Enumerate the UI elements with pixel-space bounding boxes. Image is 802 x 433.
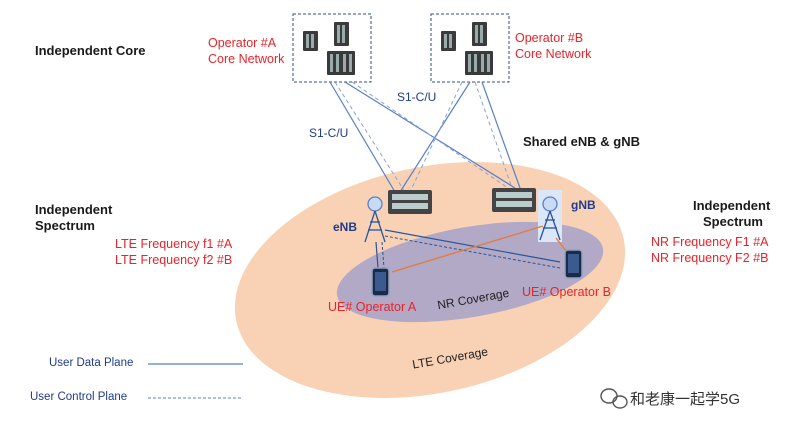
shared-enb-gnb-label: Shared eNB & gNB bbox=[523, 134, 641, 149]
enb-baseband-unit bbox=[388, 190, 432, 214]
enb-label: eNB bbox=[333, 220, 358, 234]
legend-data-plane-label: User Data Plane bbox=[49, 357, 134, 369]
s1-left-label: S1-C/U bbox=[309, 126, 349, 140]
operator-a-core-label-line1: Operator #A bbox=[208, 36, 277, 50]
nr-frequency-f2-label: NR Frequency F2 #B bbox=[651, 251, 769, 265]
operator-b-core-label-line2: Core Network bbox=[515, 47, 592, 61]
independent-spectrum-right-line2: Spectrum bbox=[703, 214, 763, 229]
gnb-label: gNB bbox=[571, 198, 596, 212]
core-box-a bbox=[292, 13, 372, 83]
wechat-logo-icon bbox=[600, 388, 628, 409]
nr-frequency-f1-label: NR Frequency F1 #A bbox=[651, 235, 769, 249]
enb-tower-icon bbox=[364, 196, 386, 243]
s1-control-links bbox=[334, 81, 513, 193]
operator-b-core-label-line1: Operator #B bbox=[515, 31, 584, 45]
independent-spectrum-right-line1: Independent bbox=[693, 198, 771, 213]
ue-operator-a-label: UE# Operator A bbox=[328, 300, 417, 314]
lte-frequency-f2-label: LTE Frequency f2 #B bbox=[115, 253, 233, 267]
watermark: 和老康一起学5G bbox=[600, 388, 740, 409]
ue-b-phone-icon bbox=[564, 249, 583, 279]
nr-coverage-ellipse bbox=[336, 221, 604, 323]
gnb-tower-icon bbox=[538, 190, 562, 242]
server-icon bbox=[303, 22, 355, 75]
server-icon bbox=[441, 22, 493, 75]
operator-a-core-label-line2: Core Network bbox=[208, 52, 285, 66]
s1-center-label: S1-C/U bbox=[397, 90, 437, 104]
gnb-baseband-unit bbox=[492, 188, 536, 212]
independent-spectrum-left-line2: Spectrum bbox=[35, 218, 95, 233]
s1-data-links bbox=[329, 81, 521, 193]
watermark-text: 和老康一起学5G bbox=[630, 391, 741, 408]
independent-spectrum-left-line1: Independent bbox=[35, 202, 113, 217]
independent-core-label: Independent Core bbox=[35, 43, 146, 58]
lte-frequency-f1-label: LTE Frequency f1 #A bbox=[115, 237, 233, 251]
legend-control-plane-label: User Control Plane bbox=[30, 391, 128, 403]
ue-operator-b-label: UE# Operator B bbox=[522, 285, 611, 299]
ue-a-phone-icon bbox=[371, 267, 390, 297]
